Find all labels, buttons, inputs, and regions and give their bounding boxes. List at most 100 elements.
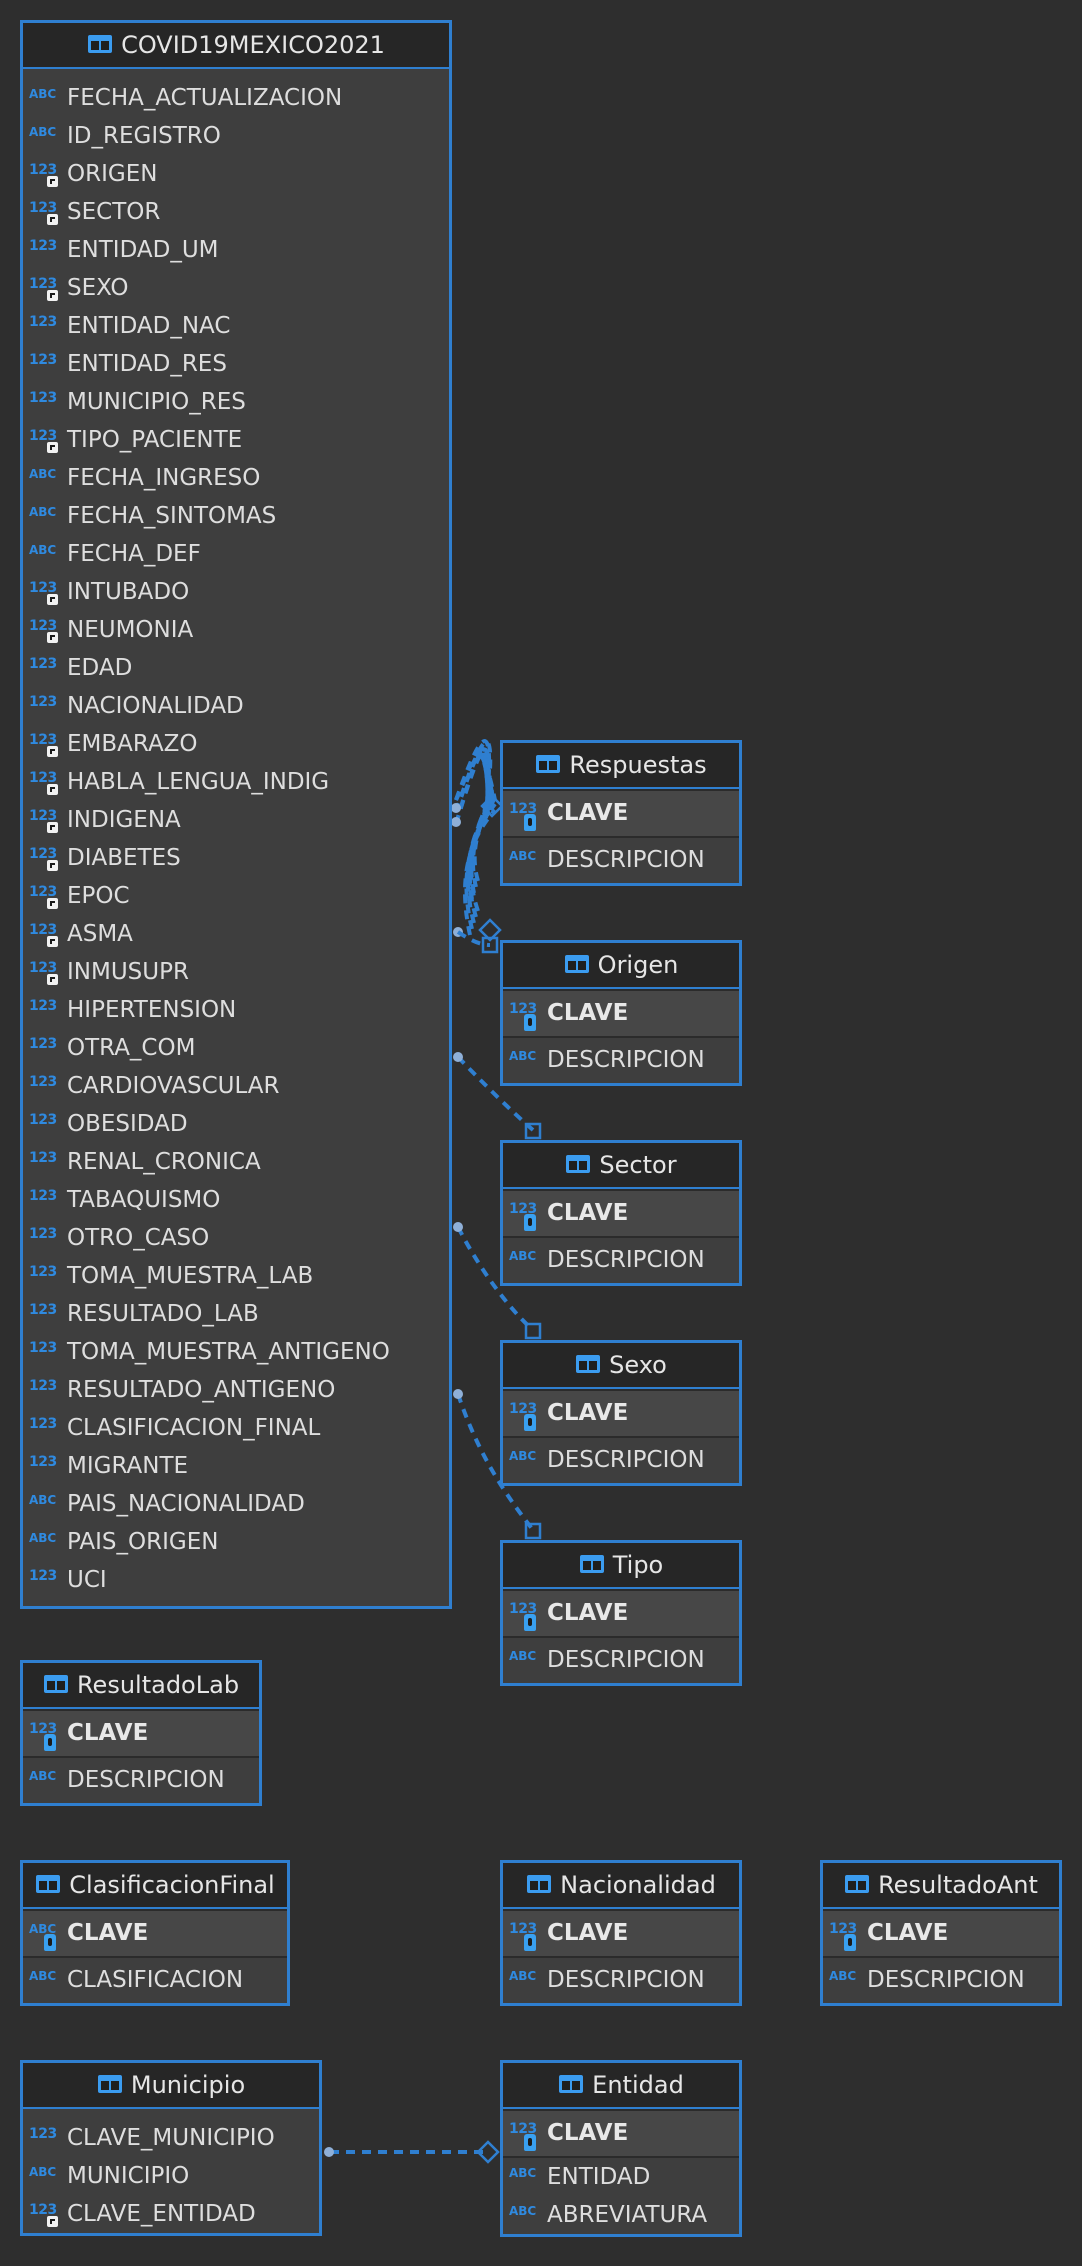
entity-header[interactable]: Sector	[503, 1143, 739, 1189]
numeric-type-icon: 123	[829, 1920, 857, 1937]
entity-header[interactable]: ClasificacionFinal	[23, 1863, 287, 1909]
column-name: CARDIOVASCULAR	[67, 1073, 280, 1099]
column-name: DESCRIPCION	[67, 1767, 225, 1793]
entity-header[interactable]: Respuestas	[503, 743, 739, 789]
numeric-type-icon: 123	[509, 1600, 537, 1617]
entity-header[interactable]: Entidad	[503, 2063, 739, 2109]
entity-header[interactable]: ResultadoAnt	[823, 1863, 1059, 1909]
entity-header[interactable]: ResultadoLab	[23, 1663, 259, 1709]
numeric-type-icon: 123	[29, 656, 57, 673]
table-icon	[566, 1155, 591, 1173]
entity-header[interactable]: Sexo	[503, 1343, 739, 1389]
foreign-key-icon	[47, 442, 58, 454]
column-name: CLASIFICACION	[67, 1967, 244, 1993]
entity-header[interactable]: Municipio	[23, 2063, 319, 2109]
entity-header[interactable]: COVID19MEXICO2021	[23, 23, 449, 69]
column-name: INTUBADO	[67, 579, 190, 605]
entity-header[interactable]: Tipo	[503, 1543, 739, 1589]
entity-header[interactable]: Origen	[503, 943, 739, 989]
primary-key-icon	[524, 813, 536, 831]
numeric-type-icon: 123	[29, 884, 57, 901]
numeric-type-icon: 123	[29, 276, 57, 293]
entity-header[interactable]: Nacionalidad	[503, 1863, 739, 1909]
